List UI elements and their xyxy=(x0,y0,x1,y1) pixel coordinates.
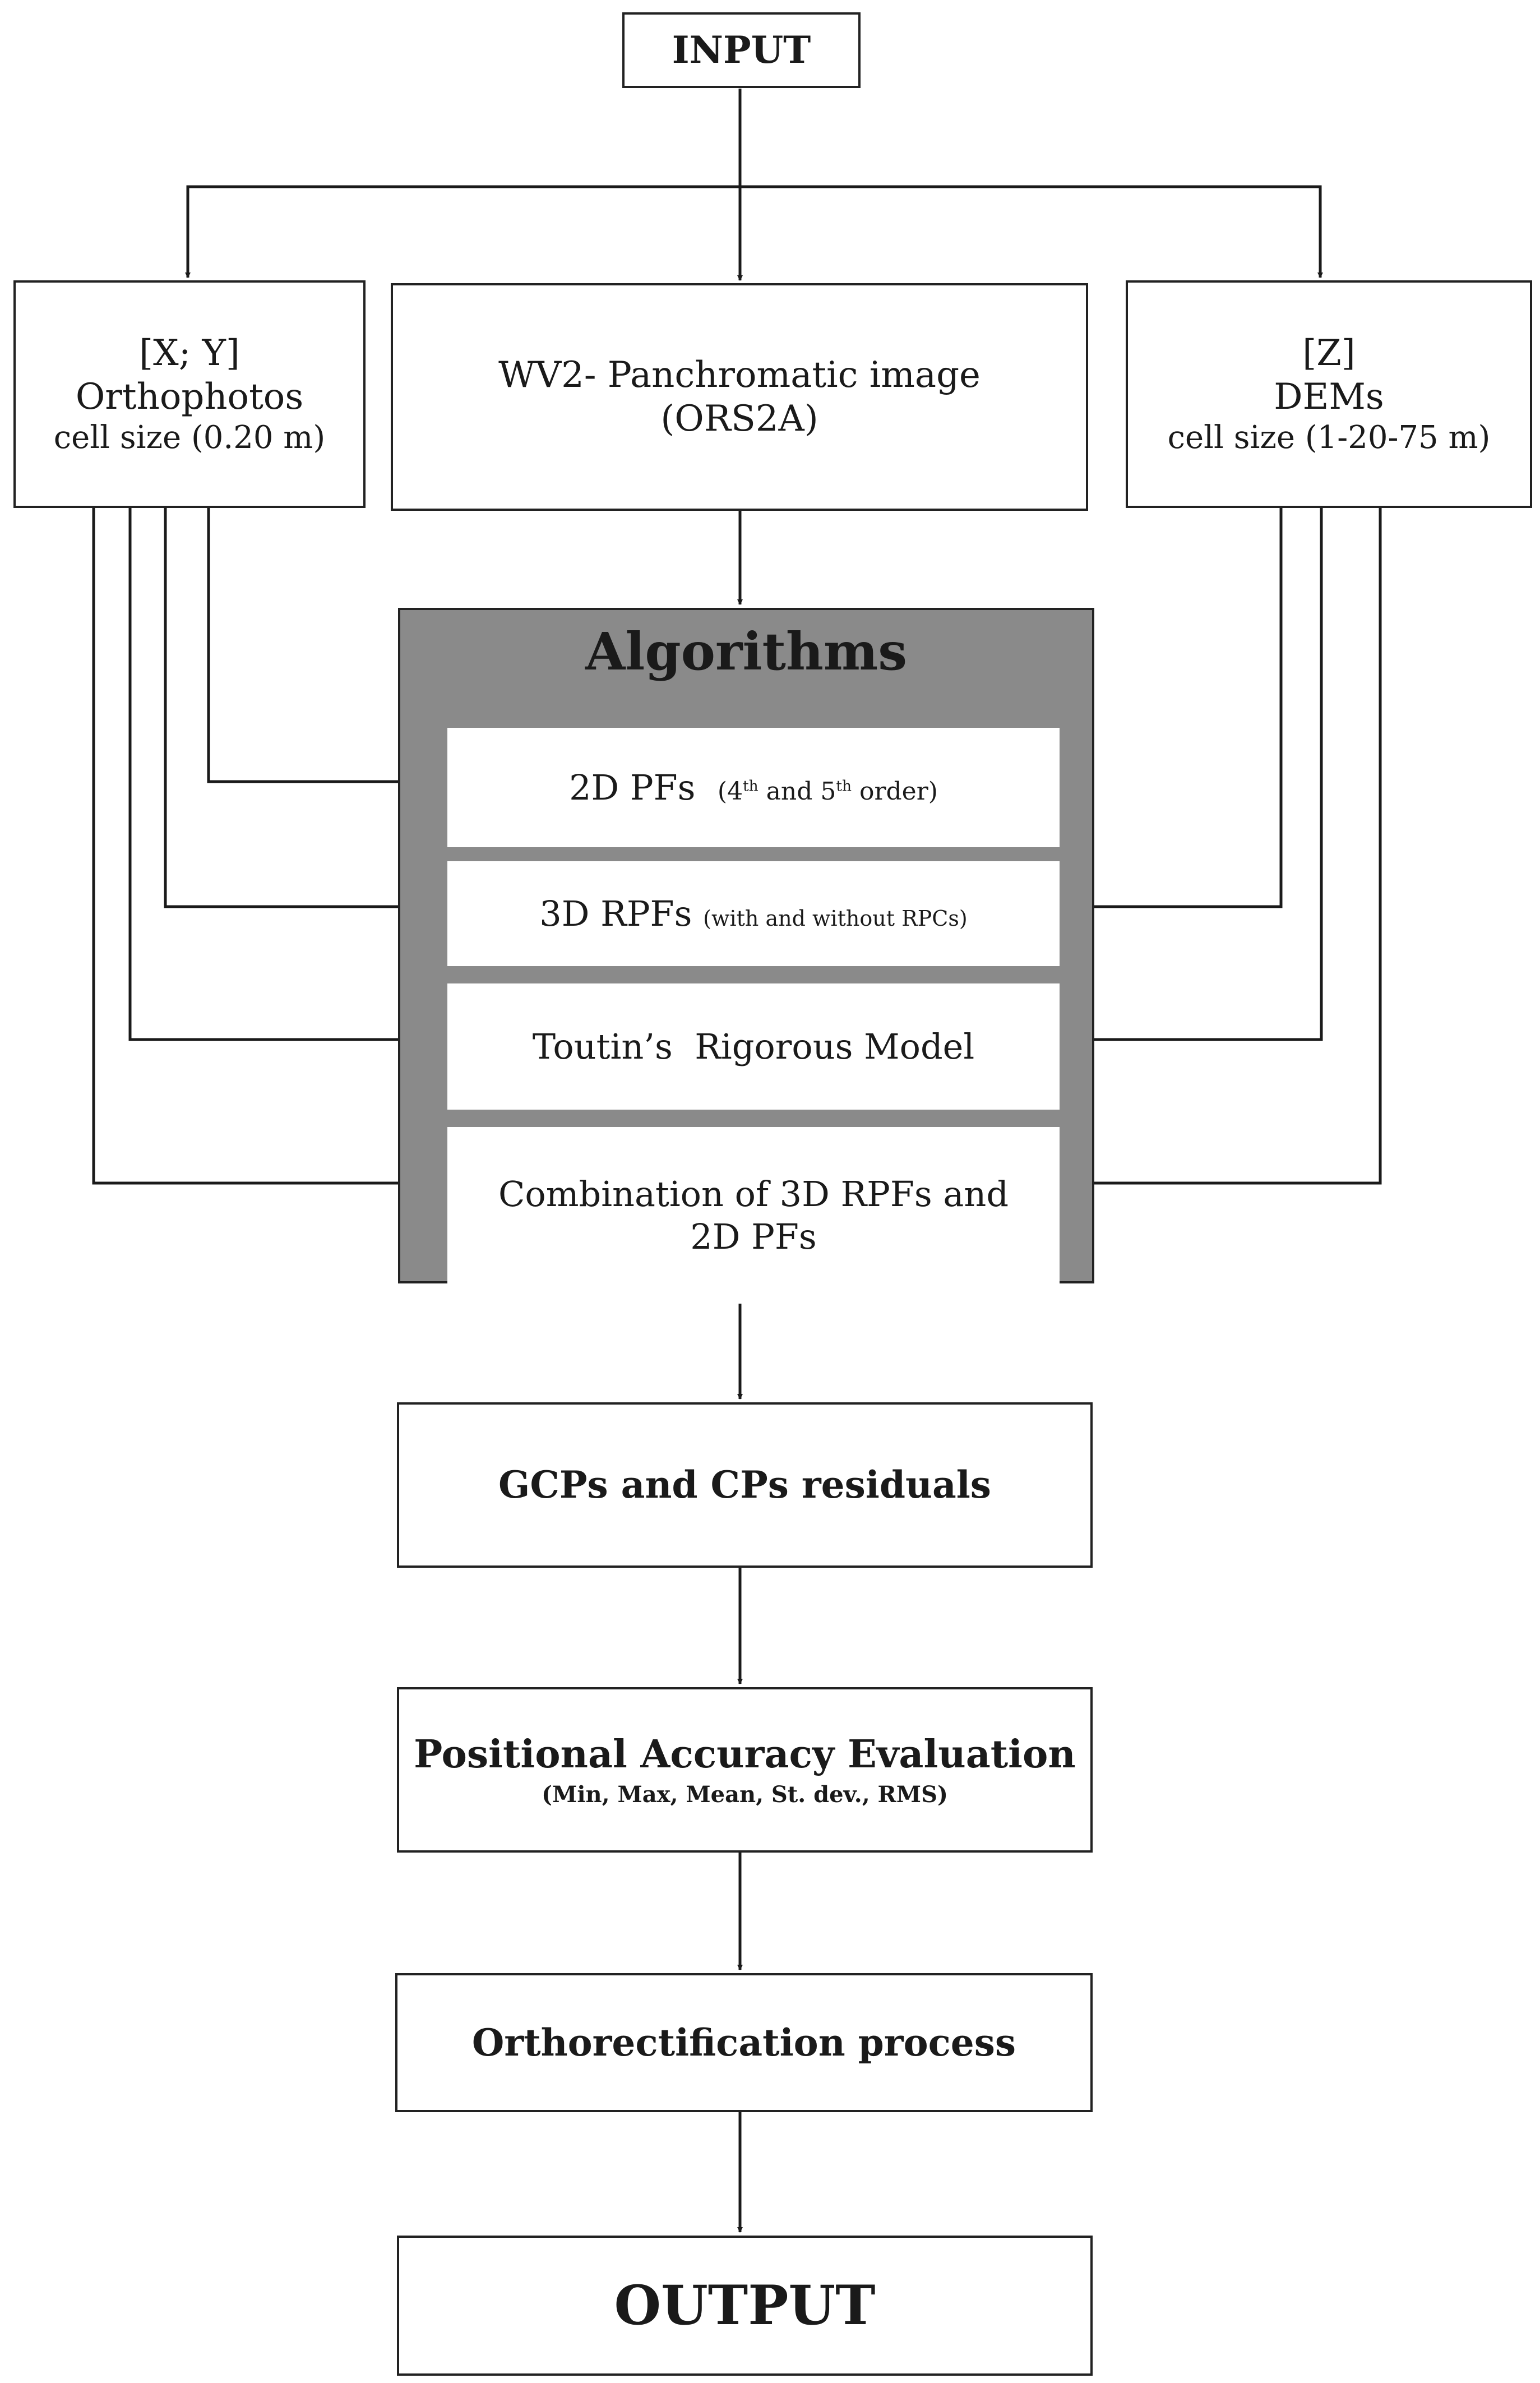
dems-box: [Z] DEMs cell size (1-20-75 m) xyxy=(1126,280,1532,508)
dems-title: DEMs xyxy=(1274,376,1384,418)
accuracy-label: Positional Accuracy Evaluation xyxy=(414,1731,1076,1777)
orthorectification-label: Orthorectification process xyxy=(471,2020,1016,2065)
dems-coord: [Z] xyxy=(1302,332,1356,374)
arrow-ortho-to-alg2 xyxy=(164,508,442,909)
arrow-input-to-orthophotos xyxy=(185,185,740,278)
input-box: INPUT xyxy=(622,12,861,88)
algorithms-title: Algorithms xyxy=(585,621,907,682)
algorithm-combination-line2: 2D PFs xyxy=(690,1216,817,1257)
arrow-dems-to-alg3 xyxy=(1055,508,1323,1042)
output-label: OUTPUT xyxy=(614,2274,876,2338)
output-box: OUTPUT xyxy=(397,2236,1093,2376)
algorithm-combination: Combination of 3D RPFs and 2D PFs xyxy=(447,1127,1060,1304)
orthophotos-title: Orthophotos xyxy=(75,376,304,418)
arrow-dems-to-alg4 xyxy=(1055,508,1382,1186)
orthophotos-coords: [X; Y] xyxy=(139,332,240,374)
dems-cell-size: cell size (1-20-75 m) xyxy=(1167,419,1491,456)
algorithm-combination-line1: Combination of 3D RPFs and xyxy=(498,1173,1009,1214)
arrow-dems-to-alg2 xyxy=(1055,508,1283,909)
wv2-title: WV2- Panchromatic image xyxy=(498,354,981,396)
algorithm-2d-pfs-order: (4th and 5th order) xyxy=(717,777,938,806)
arrow-ortho-to-alg4 xyxy=(92,508,442,1186)
orthorectification-box: Orthorectification process xyxy=(395,1973,1093,2112)
algorithm-3d-rpfs-label: 3D RPFs xyxy=(539,893,692,934)
algorithm-2d-pfs-label: 2D PFs xyxy=(569,766,696,808)
wv2-product: (ORS2A) xyxy=(660,398,818,440)
algorithm-toutin-label: Toutin’s Rigorous Model xyxy=(532,1026,975,1067)
residuals-box: GCPs and CPs residuals xyxy=(397,1402,1093,1568)
accuracy-evaluation-box: Positional Accuracy Evaluation (Min, Max… xyxy=(397,1687,1093,1853)
orthophotos-cell-size: cell size (0.20 m) xyxy=(53,419,326,456)
algorithm-3d-rpfs: 3D RPFs (with and without RPCs) xyxy=(447,861,1060,966)
residuals-label: GCPs and CPs residuals xyxy=(498,1463,991,1507)
input-label: INPUT xyxy=(672,28,811,72)
orthophotos-box: [X; Y] Orthophotos cell size (0.20 m) xyxy=(13,280,366,508)
algorithm-toutin-model: Toutin’s Rigorous Model xyxy=(447,983,1060,1110)
algorithms-panel: Algorithms 2D PFs (4th and 5th order) 3D… xyxy=(398,608,1094,1304)
arrow-input-to-dems xyxy=(740,185,1323,278)
arrow-ortho-to-alg3 xyxy=(128,508,442,1042)
algorithm-2d-pfs: 2D PFs (4th and 5th order) xyxy=(447,728,1060,847)
wv2-image-box: WV2- Panchromatic image (ORS2A) xyxy=(391,283,1088,511)
accuracy-metrics: (Min, Max, Mean, St. dev., RMS) xyxy=(542,1781,948,1808)
algorithm-3d-rpfs-note: (with and without RPCs) xyxy=(703,906,968,931)
arrow-ortho-to-alg1 xyxy=(207,508,442,784)
